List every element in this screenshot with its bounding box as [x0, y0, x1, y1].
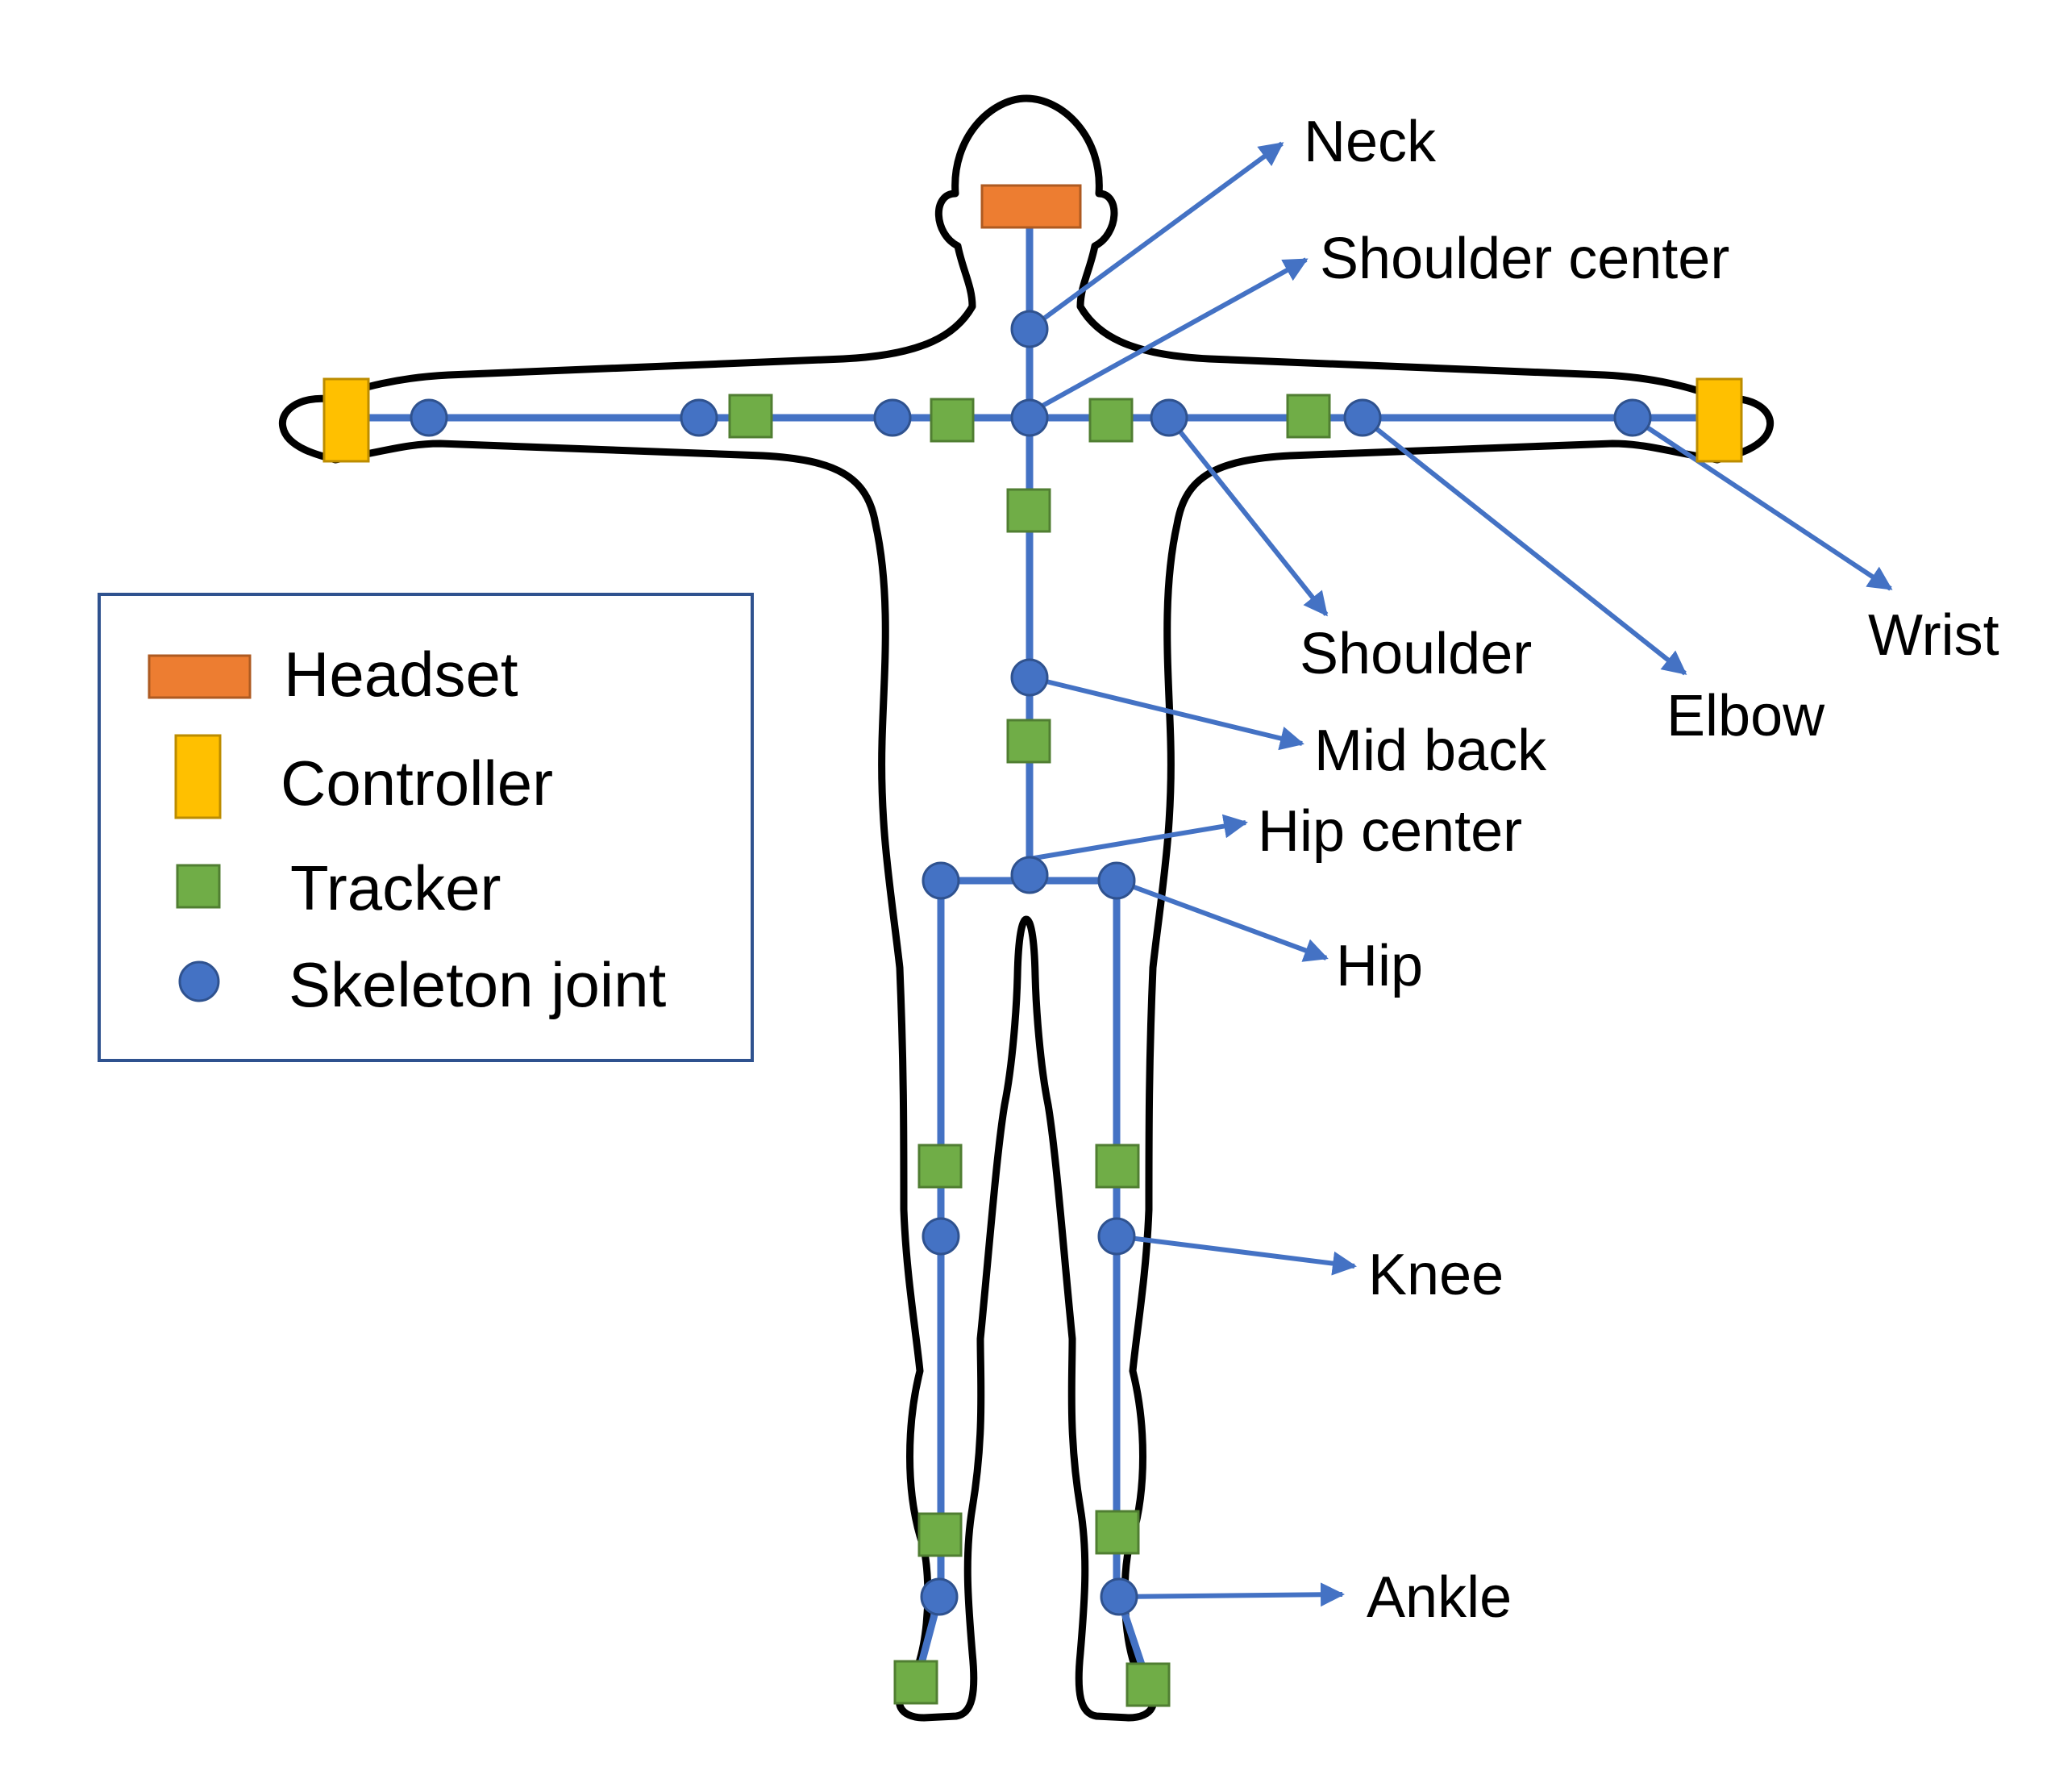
tracker-right-foot — [1125, 1662, 1171, 1707]
trackers — [728, 394, 1331, 1707]
joint-neck — [1010, 310, 1049, 348]
tracker-right-shin — [1095, 1510, 1140, 1555]
joint-mid-back — [1010, 658, 1049, 697]
joint-right-elbow — [1343, 398, 1382, 437]
skeleton-joints — [410, 310, 1652, 1616]
tracker-right-thigh — [1095, 1144, 1140, 1189]
joint-shoulder-center — [1010, 398, 1049, 437]
arrow-shoulder — [1167, 416, 1329, 617]
label-knee: Knee — [1368, 1243, 1504, 1307]
legend-headset-label: Headset — [284, 639, 518, 710]
arrow-neck — [1028, 141, 1284, 331]
arrow-hip-center — [1029, 814, 1248, 861]
joint-right-hip — [1097, 861, 1136, 900]
arrow-ankle — [1118, 1582, 1345, 1607]
joint-right-knee — [1097, 1217, 1136, 1256]
joint-right-ankle — [1100, 1577, 1138, 1616]
arrow-mid-back — [1029, 675, 1304, 751]
tracker-waist — [1006, 719, 1051, 764]
controller-right — [1695, 377, 1743, 463]
legend-joint-swatch — [178, 960, 220, 1002]
tracker-right-shoulder — [1088, 398, 1134, 443]
legend-controller-swatch — [174, 734, 222, 819]
tracker-left-shin — [917, 1512, 963, 1557]
joint-left-wrist — [410, 398, 448, 437]
tracker-right-upper-arm — [1286, 394, 1331, 439]
legend: Headset Controller Tracker Skeleton join… — [98, 593, 754, 1062]
label-mid-back: Mid back — [1314, 719, 1547, 783]
arrow-hip — [1115, 878, 1329, 962]
joint-left-knee — [922, 1217, 960, 1256]
arrow-elbow — [1361, 415, 1687, 676]
arrow-wrist — [1631, 415, 1893, 591]
label-shoulder-center: Shoulder center — [1320, 227, 1729, 291]
label-wrist: Wrist — [1868, 603, 1999, 668]
label-hip-center: Hip center — [1258, 799, 1522, 864]
label-ankle: Ankle — [1367, 1565, 1512, 1630]
legend-tracker-swatch — [176, 864, 221, 909]
joint-hip-center — [1010, 856, 1049, 894]
joint-right-wrist — [1613, 398, 1652, 437]
label-elbow: Elbow — [1666, 684, 1825, 748]
tracker-left-thigh — [917, 1144, 963, 1189]
controller-left — [322, 377, 370, 463]
tracker-chest — [1006, 488, 1051, 533]
tracker-left-shoulder — [930, 398, 975, 443]
joint-left-hip — [922, 861, 960, 900]
joint-left-ankle — [920, 1577, 959, 1616]
leader-arrows — [1028, 141, 1893, 1607]
label-shoulder: Shoulder — [1300, 622, 1532, 686]
joint-left-shoulder — [873, 398, 912, 437]
label-neck: Neck — [1304, 110, 1437, 174]
legend-tracker-label: Tracker — [290, 852, 501, 923]
legend-joint-label: Skeleton joint — [289, 949, 667, 1020]
joint-left-elbow — [680, 398, 718, 437]
legend-headset-swatch — [148, 654, 252, 699]
label-hip: Hip — [1336, 934, 1423, 998]
joint-labels: Neck Shoulder center Shoulder Elbow Wris… — [1258, 110, 1999, 1630]
headset-marker — [980, 184, 1082, 229]
tracker-left-upper-arm — [728, 394, 773, 439]
arrow-knee — [1116, 1234, 1357, 1276]
joint-right-shoulder — [1150, 398, 1188, 437]
tracker-left-foot — [893, 1660, 938, 1705]
arrow-shoulder-center — [1028, 257, 1309, 415]
legend-controller-label: Controller — [281, 748, 553, 819]
